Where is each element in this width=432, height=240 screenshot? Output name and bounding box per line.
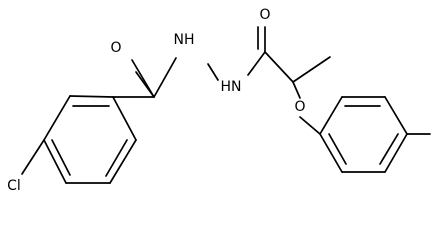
bond [112, 96, 137, 141]
hydrazide-linkage [207, 63, 219, 81]
bond [51, 139, 71, 176]
methylphenyl-ring [319, 96, 431, 173]
bond [384, 133, 408, 173]
bond [379, 133, 399, 165]
bond [264, 51, 294, 83]
bond [319, 96, 343, 135]
carbonyl-oxygen-right-label: O [259, 7, 270, 23]
chlorophenyl-ring [21, 95, 137, 184]
bond [299, 116, 321, 135]
bond [207, 63, 219, 81]
bond [319, 133, 343, 173]
carbonyl-oxygen-left-label: O [110, 40, 121, 56]
hydrazide-nh-lower-label: HN [221, 79, 242, 95]
ether-oxygen-label: O [294, 99, 305, 115]
bond [292, 56, 331, 83]
propanoyl-group [247, 26, 331, 135]
bond [109, 139, 137, 184]
bond [21, 139, 45, 175]
bond [384, 96, 408, 135]
hydrazide-nh-upper-label: NH [174, 32, 195, 48]
bond [247, 51, 266, 76]
bond [105, 139, 128, 177]
bond [153, 57, 177, 98]
acetyl-linker [112, 57, 177, 98]
bond [43, 95, 71, 141]
bond [328, 133, 347, 165]
bond [292, 81, 301, 99]
chlorine-label: Cl [7, 178, 21, 194]
bond [69, 95, 114, 98]
bond [43, 139, 67, 184]
chemical-structure: O NH HN O O Cl [7, 7, 431, 194]
bond [131, 59, 155, 98]
